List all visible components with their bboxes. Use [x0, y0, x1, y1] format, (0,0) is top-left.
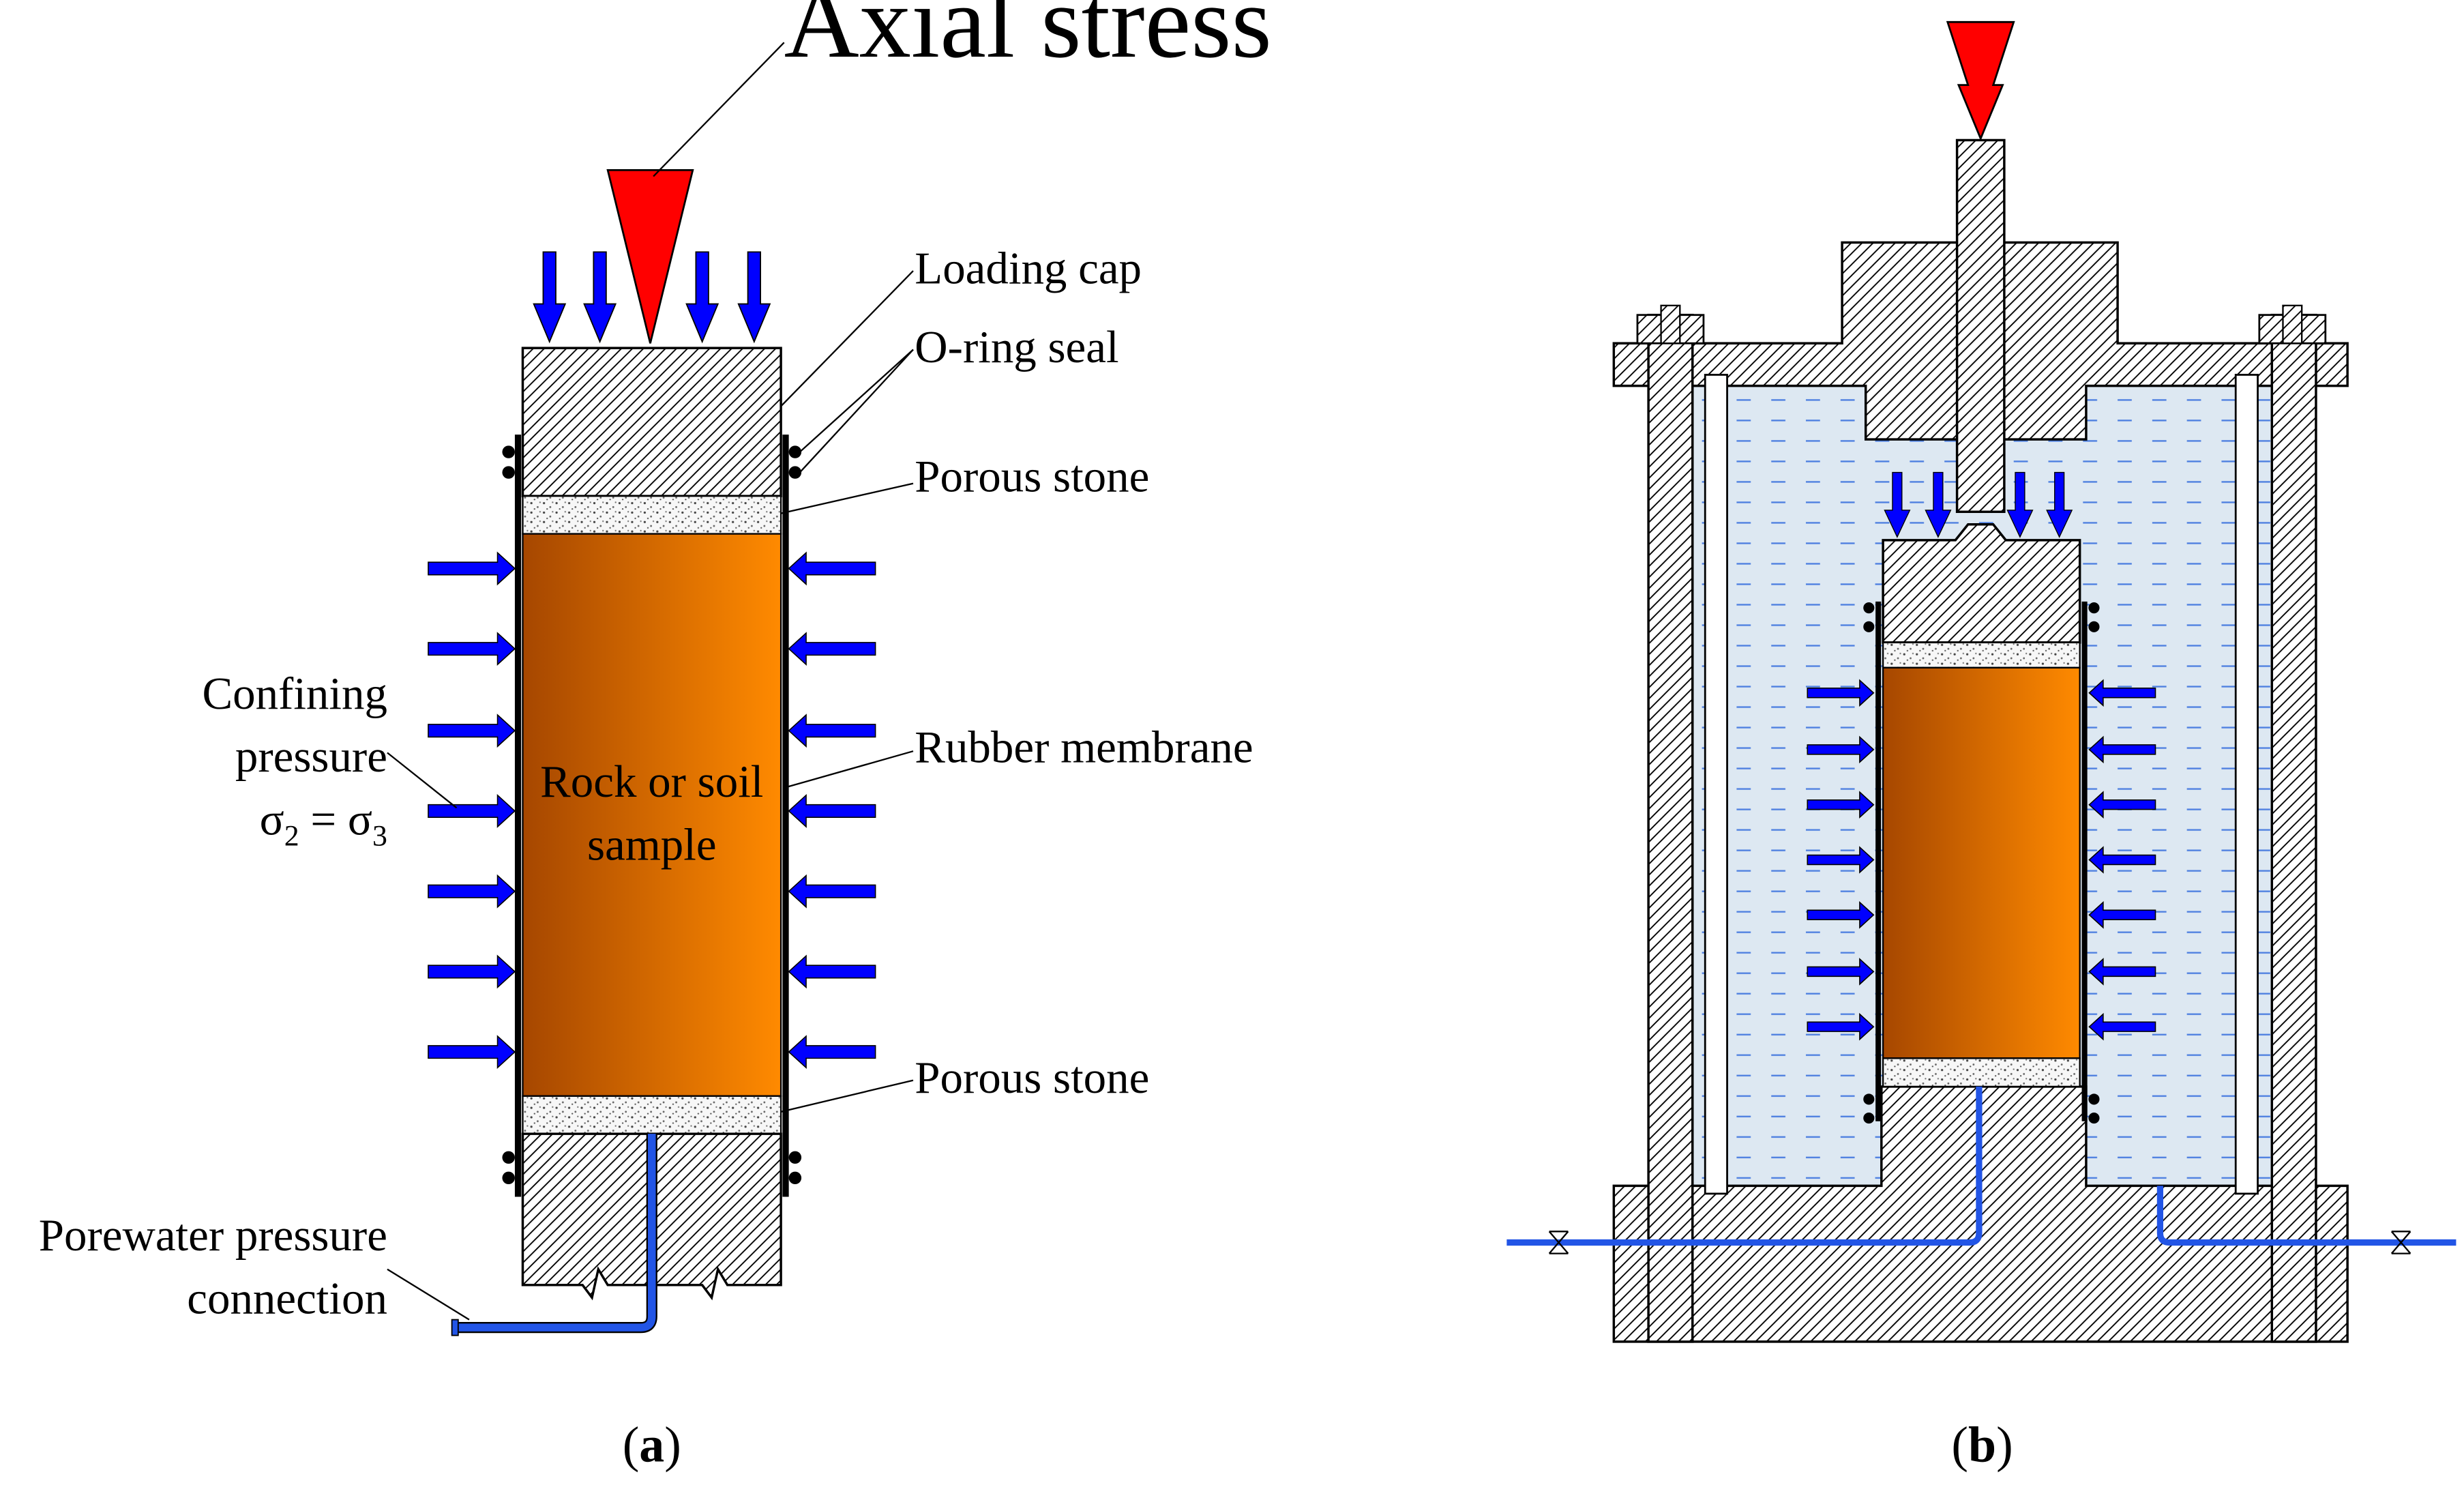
label-sample-line2: sample — [587, 819, 717, 870]
confining-arrow-right — [788, 954, 876, 989]
panel-a: Axial stress Loading cap O-ring seal Por… — [39, 0, 1272, 1472]
axial-pressure-arrows — [533, 251, 771, 344]
caption-b: (b) — [1951, 1416, 2013, 1472]
confining-arrow-left — [1807, 958, 1875, 986]
label-o-ring-seal: O-ring seal — [915, 322, 1118, 372]
porous-stone-top — [522, 495, 782, 535]
confining-arrow-left — [428, 1035, 516, 1070]
confining-arrow-left — [428, 714, 516, 748]
axial-pressure-arrows-b — [1884, 471, 2073, 538]
confining-arrow-right — [788, 874, 876, 909]
confining-arrow-left — [1807, 846, 1875, 874]
confining-arrow-left — [1807, 735, 1875, 764]
sample-b — [1882, 666, 2081, 1059]
label-sample-line1: Rock or soil — [540, 756, 763, 807]
label-porous-stone-top: Porous stone — [915, 451, 1149, 501]
loading-piston — [1955, 138, 2006, 514]
confining-arrow-left — [428, 874, 516, 909]
label-sigma-equation: σ2 = σ3 — [260, 795, 387, 853]
confining-pressure-arrows — [428, 551, 876, 1070]
label-porous-stone-bottom: Porous stone — [915, 1053, 1149, 1103]
confining-arrow-right — [2088, 735, 2156, 764]
axial-stress-arrow — [606, 168, 694, 344]
confining-arrow-right — [788, 714, 876, 748]
confining-arrow-left — [428, 794, 516, 828]
confining-arrow-left — [1807, 1012, 1875, 1041]
loading-cap — [521, 347, 782, 497]
tie-rod-left — [1704, 374, 1728, 1195]
confining-arrow-left — [1807, 900, 1875, 929]
valve-left — [1548, 1231, 1569, 1254]
confining-arrow-left — [428, 632, 516, 666]
label-loading-cap: Loading cap — [915, 244, 1142, 294]
label-confining-line2: pressure — [235, 731, 387, 782]
confining-arrow-right — [2088, 958, 2156, 986]
confining-arrow-left — [1807, 791, 1875, 819]
confining-arrow-left — [428, 954, 516, 989]
confining-arrow-right — [788, 632, 876, 666]
label-porewater-line2: connection — [187, 1273, 387, 1323]
panel-b: (b) — [1506, 20, 2456, 1472]
confining-arrow-left — [428, 551, 516, 586]
label-porewater-line1: Porewater pressure — [39, 1210, 387, 1261]
sample — [522, 533, 782, 1097]
valve-right — [2390, 1231, 2411, 1254]
confining-pressure-arrows-b — [1807, 679, 2156, 1041]
cell-pressure-pipe — [2156, 1186, 2456, 1246]
porous-stone-bottom — [522, 1095, 782, 1135]
confining-arrow-left — [1807, 679, 1875, 707]
label-confining-line1: Confining — [202, 668, 387, 719]
confining-arrow-right — [2088, 791, 2156, 819]
confining-arrow-right — [2088, 900, 2156, 929]
cell-wall-left — [1647, 313, 1694, 1343]
drainage-pipe — [1506, 1086, 1983, 1246]
confining-arrow-right — [788, 551, 876, 586]
tie-rod-right — [2234, 374, 2259, 1195]
axial-stress-arrow-b — [1946, 20, 2015, 141]
confining-arrow-right — [2088, 679, 2156, 707]
label-rubber-membrane: Rubber membrane — [915, 722, 1253, 772]
confining-arrow-right — [2088, 1012, 2156, 1041]
o-ring-seals — [502, 445, 802, 1185]
caption-a: (a) — [623, 1416, 681, 1472]
label-axial-stress: Axial stress — [784, 0, 1272, 79]
confining-arrow-right — [2088, 846, 2156, 874]
loading-cap-b — [1882, 523, 2081, 644]
cell-wall-right — [2270, 313, 2317, 1343]
o-ring-seals-b — [1863, 602, 2100, 1124]
confining-arrow-right — [788, 1035, 876, 1070]
confining-arrow-right — [788, 794, 876, 828]
